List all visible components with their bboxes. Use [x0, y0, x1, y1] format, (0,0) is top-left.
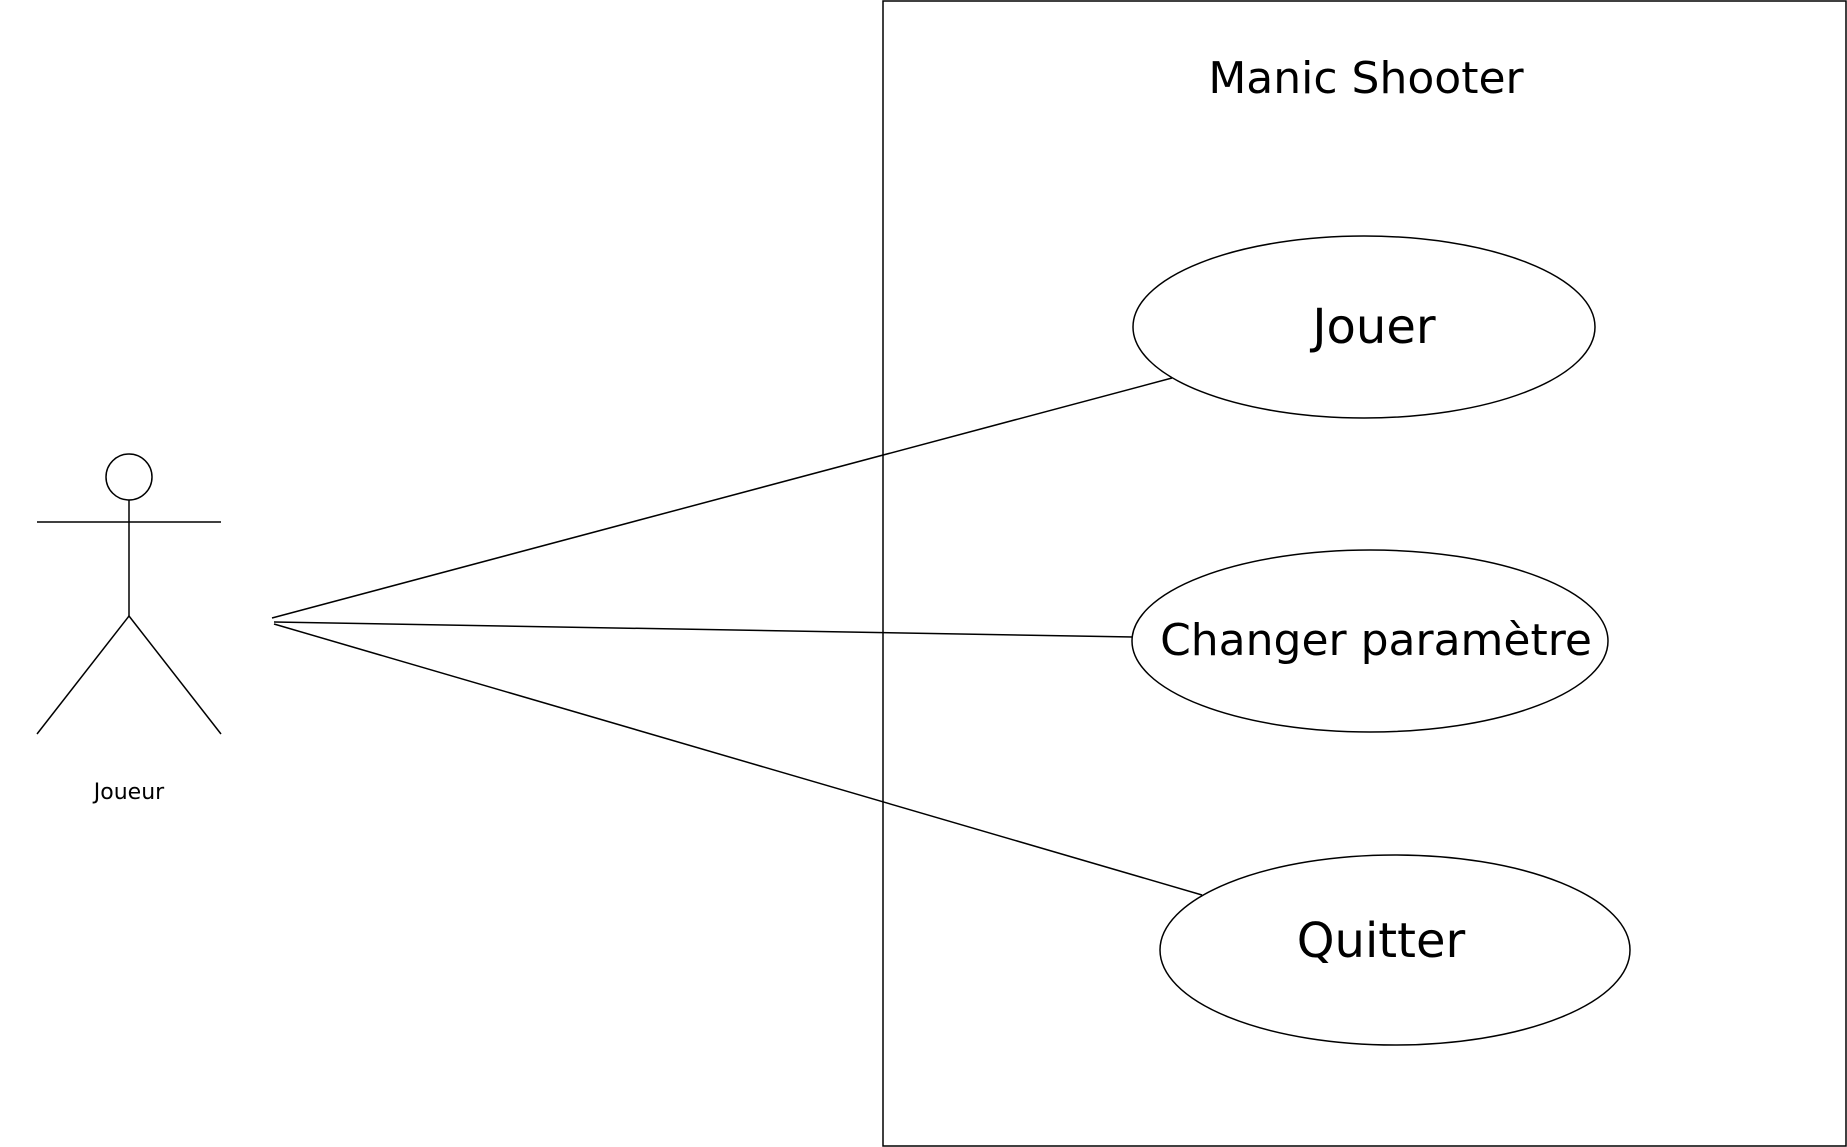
- use-case-ellipse: [1131, 549, 1609, 733]
- actor-head: [105, 453, 153, 501]
- actor-right-leg: [128, 615, 222, 735]
- use-case-ellipse: [1159, 854, 1631, 1046]
- association-line-changer-parametre: [273, 621, 1134, 638]
- actor-left-leg: [36, 615, 130, 735]
- use-case-ellipse: [1132, 235, 1596, 419]
- association-line-jouer: [271, 377, 1173, 619]
- use-case-label: Changer paramètre: [1160, 615, 1592, 666]
- actor-joueur: Joueur: [36, 453, 222, 805]
- system-boundary: [882, 0, 1847, 1147]
- use-case-quitter: Quitter: [1159, 854, 1631, 1046]
- use-case-label: Quitter: [1297, 913, 1466, 969]
- use-case-changer-parametre: Changer paramètre: [1131, 549, 1609, 733]
- association-line-quitter: [273, 623, 1203, 896]
- actor-label: Joueur: [92, 780, 165, 805]
- system-title: Manic Shooter: [1208, 53, 1524, 104]
- use-case-label: Jouer: [1309, 299, 1435, 355]
- use-case-jouer: Jouer: [1132, 235, 1596, 419]
